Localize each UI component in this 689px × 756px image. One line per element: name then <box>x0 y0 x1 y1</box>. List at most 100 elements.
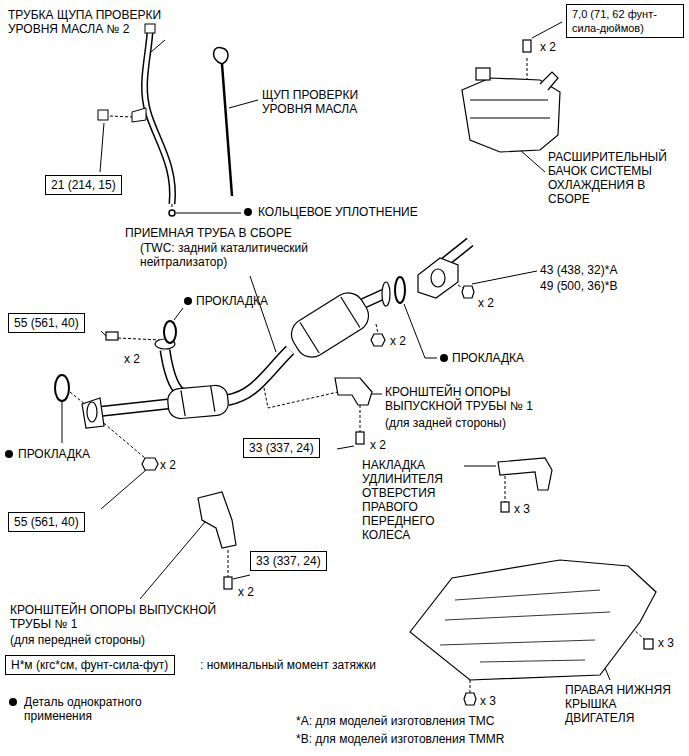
leader-line <box>233 575 250 579</box>
oil-dipstick <box>214 47 232 196</box>
oil-dipstick-guide <box>169 210 175 216</box>
dashed-line <box>376 324 378 334</box>
oil-dipstick-guide <box>132 108 146 122</box>
leader-line <box>472 271 537 284</box>
label-text: : номинальный момент затяжки <box>200 658 376 672</box>
exhaust-pipe <box>95 404 168 412</box>
leader-line <box>62 402 63 443</box>
label-text: КОЛЬЦЕВОЕ УПЛОТНЕНИЕ <box>258 205 418 219</box>
exhaust-pipe <box>382 282 390 306</box>
exhaust-pipe <box>418 258 458 298</box>
engine-under-cover <box>410 560 656 680</box>
label-text: x 2 <box>478 296 494 310</box>
torque-box: 7,0 (71, 62 фунт-сила-дюймов) <box>566 4 684 38</box>
part-note: (TWC: задний каталитический нейтрализато… <box>140 241 330 269</box>
torque-box: 55 (561, 40) <box>8 512 85 532</box>
leader-line <box>229 100 258 108</box>
dashed-line <box>110 116 132 117</box>
part-name: КРОНШТЕЙН ОПОРЫ ВЫПУСКНОЙ ТРУБЫ № 1 <box>10 603 250 631</box>
label-text: ПРОКЛАДКА <box>452 351 524 365</box>
label-text: ПРАВАЯ НИЖНЯЯ КРЫШКА ДВИГАТЕЛЯ <box>565 683 671 725</box>
support-bracket <box>198 378 372 548</box>
reserve-tank <box>462 78 560 152</box>
legend-text: Деталь однократного применения <box>24 695 142 723</box>
label-text: *A: для моделей изготовления TMC <box>296 714 495 728</box>
fastener <box>224 577 232 589</box>
oil-dipstick <box>222 64 232 196</box>
quantity: x 2 <box>390 334 406 348</box>
oil-dipstick-guide <box>145 32 173 204</box>
wheel-opening-extension-pad <box>498 458 552 490</box>
label-text: x 3 <box>658 636 674 650</box>
torque-value: 33 (337, 24) <box>249 441 314 455</box>
label-text: x 2 <box>160 458 176 472</box>
quantity: x 2 <box>478 296 494 310</box>
torque-box: 55 (561, 40) <box>8 313 85 333</box>
label-text: (для задней стороны) <box>385 416 506 430</box>
exhaust-pipe <box>228 350 290 400</box>
leader-line <box>520 150 545 172</box>
oil-dipstick-guide <box>145 32 173 204</box>
quantity: x 3 <box>480 694 496 708</box>
torque-value: 21 (214, 15) <box>51 178 116 192</box>
label-text: x 2 <box>124 352 140 366</box>
wheel-opening-extension-pad <box>498 458 552 490</box>
part-note: (для задней стороны) <box>385 416 506 430</box>
label-text: КРОНШТЕЙН ОПОРЫ ВЫПУСКНОЙ ТРУБЫ № 1 <box>10 603 216 631</box>
gasket <box>55 375 69 401</box>
label-text: ТРУБКА ЩУПА ПРОВЕРКИ УРОВНЯ МАСЛА № 2 <box>8 8 161 36</box>
oil-dipstick-guide <box>145 24 155 33</box>
torque-value: Н*м (кгс*см, фунт-сила-фут) <box>11 658 168 672</box>
oil-dipstick <box>214 47 228 64</box>
legend-note: : номинальный момент затяжки <box>200 658 376 672</box>
engine-under-cover <box>410 560 656 680</box>
exhaust-pipe <box>362 294 384 304</box>
exhaust-pipe <box>165 350 180 392</box>
fastener <box>644 639 653 649</box>
label-text: ПРОКЛАДКА <box>18 447 90 461</box>
label-text: x 2 <box>370 438 386 452</box>
label-text: x 3 <box>480 694 496 708</box>
label-text: НАКЛАДКА УДЛИНИТЕЛЯ ОТВЕРСТИЯ ПРАВОГО ПЕ… <box>362 458 443 542</box>
part-name: ПРОКЛАДКА <box>196 294 268 308</box>
part-name: ПРАВАЯ НИЖНЯЯ КРЫШКА ДВИГАТЕЛЯ <box>565 683 680 725</box>
leader-line <box>140 522 205 599</box>
exhaust-pipe <box>362 294 384 304</box>
single-use-bullet <box>5 208 448 706</box>
leader-line <box>605 668 610 680</box>
exhaust-pipe <box>445 242 470 262</box>
leader-line <box>532 22 562 38</box>
exhaust-pipe <box>82 398 104 428</box>
single-use-bullet <box>5 450 13 458</box>
dashed-line <box>360 405 361 432</box>
support-bracket <box>335 378 372 405</box>
reserve-tank <box>470 100 550 118</box>
dashed-line <box>470 680 471 693</box>
leader-line <box>404 304 437 358</box>
legend-note: *B: для моделей изготовления TMMR <box>296 732 505 746</box>
label-text: x 3 <box>514 502 530 516</box>
part-name: ПРОКЛАДКА <box>452 351 524 365</box>
torque-box: Н*м (кгс*см, фунт-сила-фут) <box>5 655 175 675</box>
single-use-bullet <box>440 354 448 362</box>
reserve-tank <box>462 40 560 152</box>
dashed-line <box>118 338 160 340</box>
leader-line <box>250 276 276 352</box>
torque-value: 55 (561, 40) <box>14 515 79 529</box>
dashed-line <box>527 58 528 82</box>
quantity: x 2 <box>160 458 176 472</box>
leader-line <box>337 446 354 449</box>
label-text: РАСШИРИТЕЛЬНЫЙ БАЧОК СИСТЕМЫ ОХЛАЖДЕНИЯ … <box>548 150 667 206</box>
exhaust-pipe <box>167 384 229 419</box>
label-text: КРОНШТЕЙН ОПОРЫ ВЫПУСКНОЙ ТРУБЫ № 1 <box>385 385 533 413</box>
part-name: ПРИЕМНАЯ ТРУБА В СБОРЕ <box>125 226 292 240</box>
torque-value: 7,0 (71, 62 фунт-сила-дюймов) <box>572 7 678 35</box>
leader-line <box>101 470 146 509</box>
exhaust-pipe <box>181 386 215 417</box>
dashed-line <box>262 378 338 408</box>
exhaust-pipe <box>165 350 180 392</box>
fastener <box>142 458 158 470</box>
fastener <box>106 332 118 340</box>
leader-line <box>176 213 241 214</box>
exhaust-pipe <box>87 402 97 422</box>
